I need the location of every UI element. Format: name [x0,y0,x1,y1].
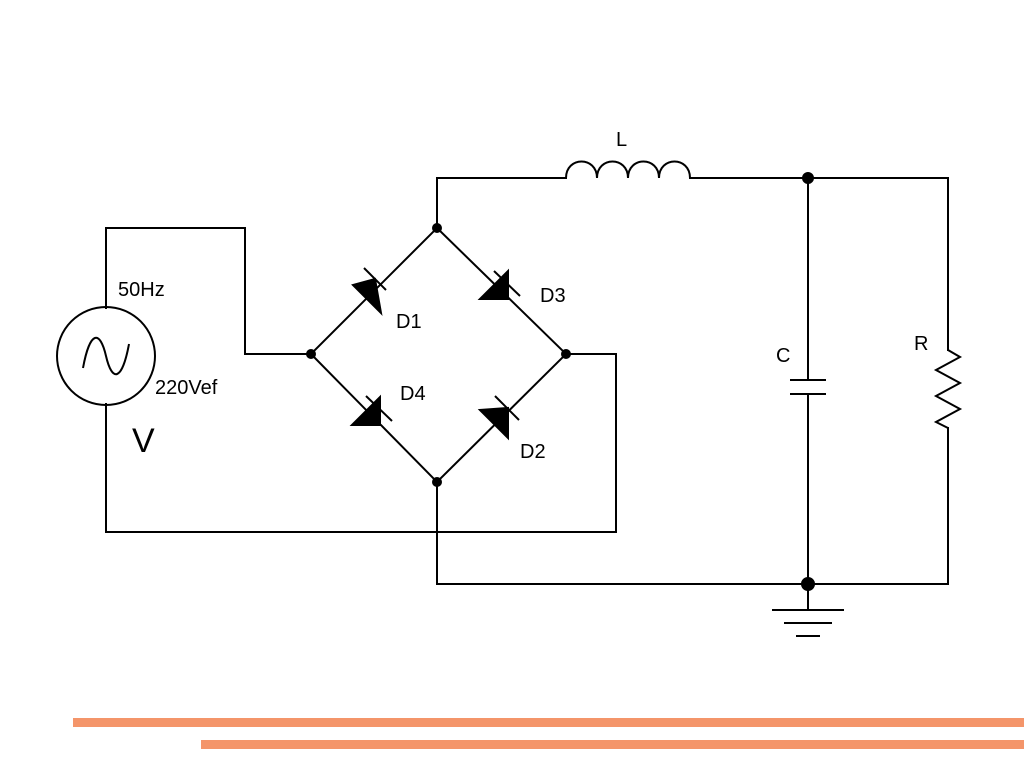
diode-d2-bar [494,395,520,421]
resistor-label: R [914,333,928,355]
capacitor-label: C [776,345,790,367]
diode-d4 [349,394,393,426]
wire-right-bottom [436,427,949,585]
capacitor [790,379,826,395]
diode-d2-triangle [477,406,509,441]
source-frequency-label: 50Hz [118,279,165,301]
node-bridge-top [432,223,442,233]
diode-d3-bar [493,270,521,297]
source-symbol-label: V [132,422,155,460]
junction-dots [306,172,815,591]
node-bridge-bottom [432,477,442,487]
sine-wave-icon [82,336,130,376]
wire-top-rail [689,177,949,351]
diode-d4-bar [365,395,393,422]
resistor-zigzag-icon [933,349,963,429]
inductor-coil-icon [565,160,691,179]
diode-d2 [477,395,520,441]
wire-bridge-top [436,177,567,229]
node-bridge-left [306,349,316,359]
inductor [565,160,691,179]
ac-voltage-source [56,306,156,406]
ground-symbol [772,609,844,637]
resistor [933,349,963,429]
wire-source-bottom [105,353,617,533]
source-circle [56,306,156,406]
accent-bar-lower [201,740,1024,749]
node-ground-rail [801,577,815,591]
diode-d3 [477,268,521,300]
diode-d1-bar [363,267,387,291]
node-top-rail [802,172,814,184]
wire-source-top [105,227,312,355]
diode-d3-label: D3 [540,285,566,307]
diode-d1 [351,267,387,316]
diode-d1-label: D1 [396,311,422,333]
diode-d2-label: D2 [520,441,546,463]
accent-bar-upper [73,718,1024,727]
source-voltage-label: 220Vef [155,377,218,399]
diode-d1-triangle [351,277,383,316]
node-bridge-right [561,349,571,359]
diode-d4-label: D4 [400,383,426,405]
inductor-label: L [616,129,627,151]
